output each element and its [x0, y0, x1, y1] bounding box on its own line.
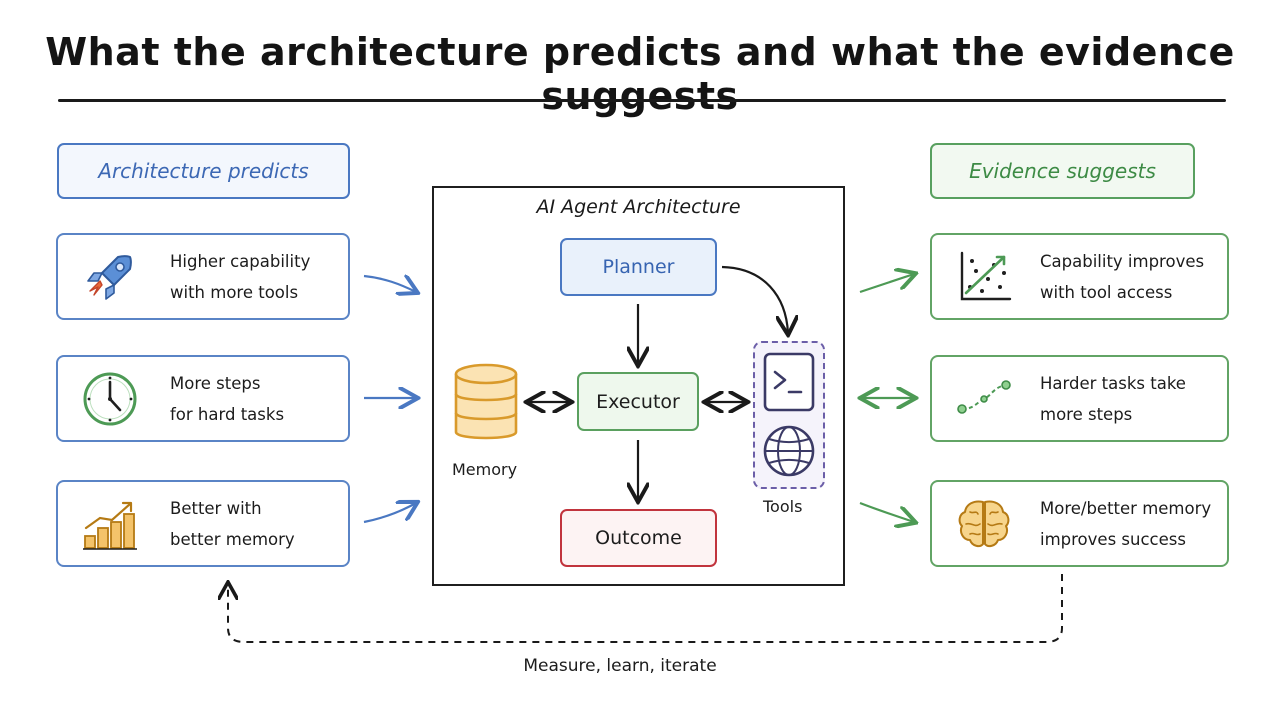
right-arrow-tools — [859, 274, 914, 294]
planner-node: Planner — [560, 238, 717, 296]
page-title: What the architecture predicts and what … — [45, 30, 1235, 118]
card-text-line: Better with — [170, 498, 262, 518]
evidence-card-memory: More/better memory improves success — [930, 480, 1229, 567]
executor-node: Executor — [577, 372, 699, 431]
feedback-loop-label: Measure, learn, iterate — [523, 656, 717, 676]
terminal-icon — [763, 352, 815, 412]
left-arrow-memory — [363, 503, 416, 524]
memory-label: Memory — [452, 460, 518, 479]
card-text-line: more steps — [1040, 404, 1133, 424]
tools-label: Tools — [763, 497, 803, 516]
card-text-line: Harder tasks take — [1040, 373, 1186, 393]
card-text-line: More steps — [170, 373, 261, 393]
clock-icon — [80, 369, 140, 429]
bar-chart-icon — [80, 494, 140, 554]
right-arrow-memory — [859, 501, 914, 522]
card-text-line: with more tools — [170, 282, 299, 302]
path-steps-icon — [954, 369, 1014, 429]
prediction-card-tools: Higher capability with more tools — [56, 233, 350, 320]
card-text-line: More/better memory — [1040, 498, 1212, 518]
card-text-line: with tool access — [1040, 282, 1173, 302]
left-arrow-tools — [363, 276, 416, 292]
evidence-suggests-header: Evidence suggests — [930, 143, 1195, 199]
card-text-line: better memory — [170, 529, 295, 549]
architecture-title: AI Agent Architecture — [536, 196, 741, 218]
prediction-card-memory: Better with better memory — [56, 480, 350, 567]
card-text-line: Higher capability — [170, 251, 311, 271]
card-text-line: for hard tasks — [170, 404, 285, 424]
prediction-card-steps: More steps for hard tasks — [56, 355, 350, 442]
brain-icon — [954, 494, 1014, 554]
card-text-line: improves success — [1040, 529, 1186, 549]
outcome-node: Outcome — [560, 509, 717, 567]
evidence-card-steps: Harder tasks take more steps — [930, 355, 1229, 442]
scatter-plot-icon — [954, 247, 1014, 307]
memory-database-icon — [450, 360, 522, 446]
globe-icon — [762, 424, 816, 478]
architecture-predicts-header: Architecture predicts — [57, 143, 350, 199]
card-text-line: Capability improves — [1040, 251, 1205, 271]
rocket-icon — [80, 247, 140, 307]
title-underline — [58, 99, 1226, 102]
evidence-card-tools: Capability improves with tool access — [930, 233, 1229, 320]
